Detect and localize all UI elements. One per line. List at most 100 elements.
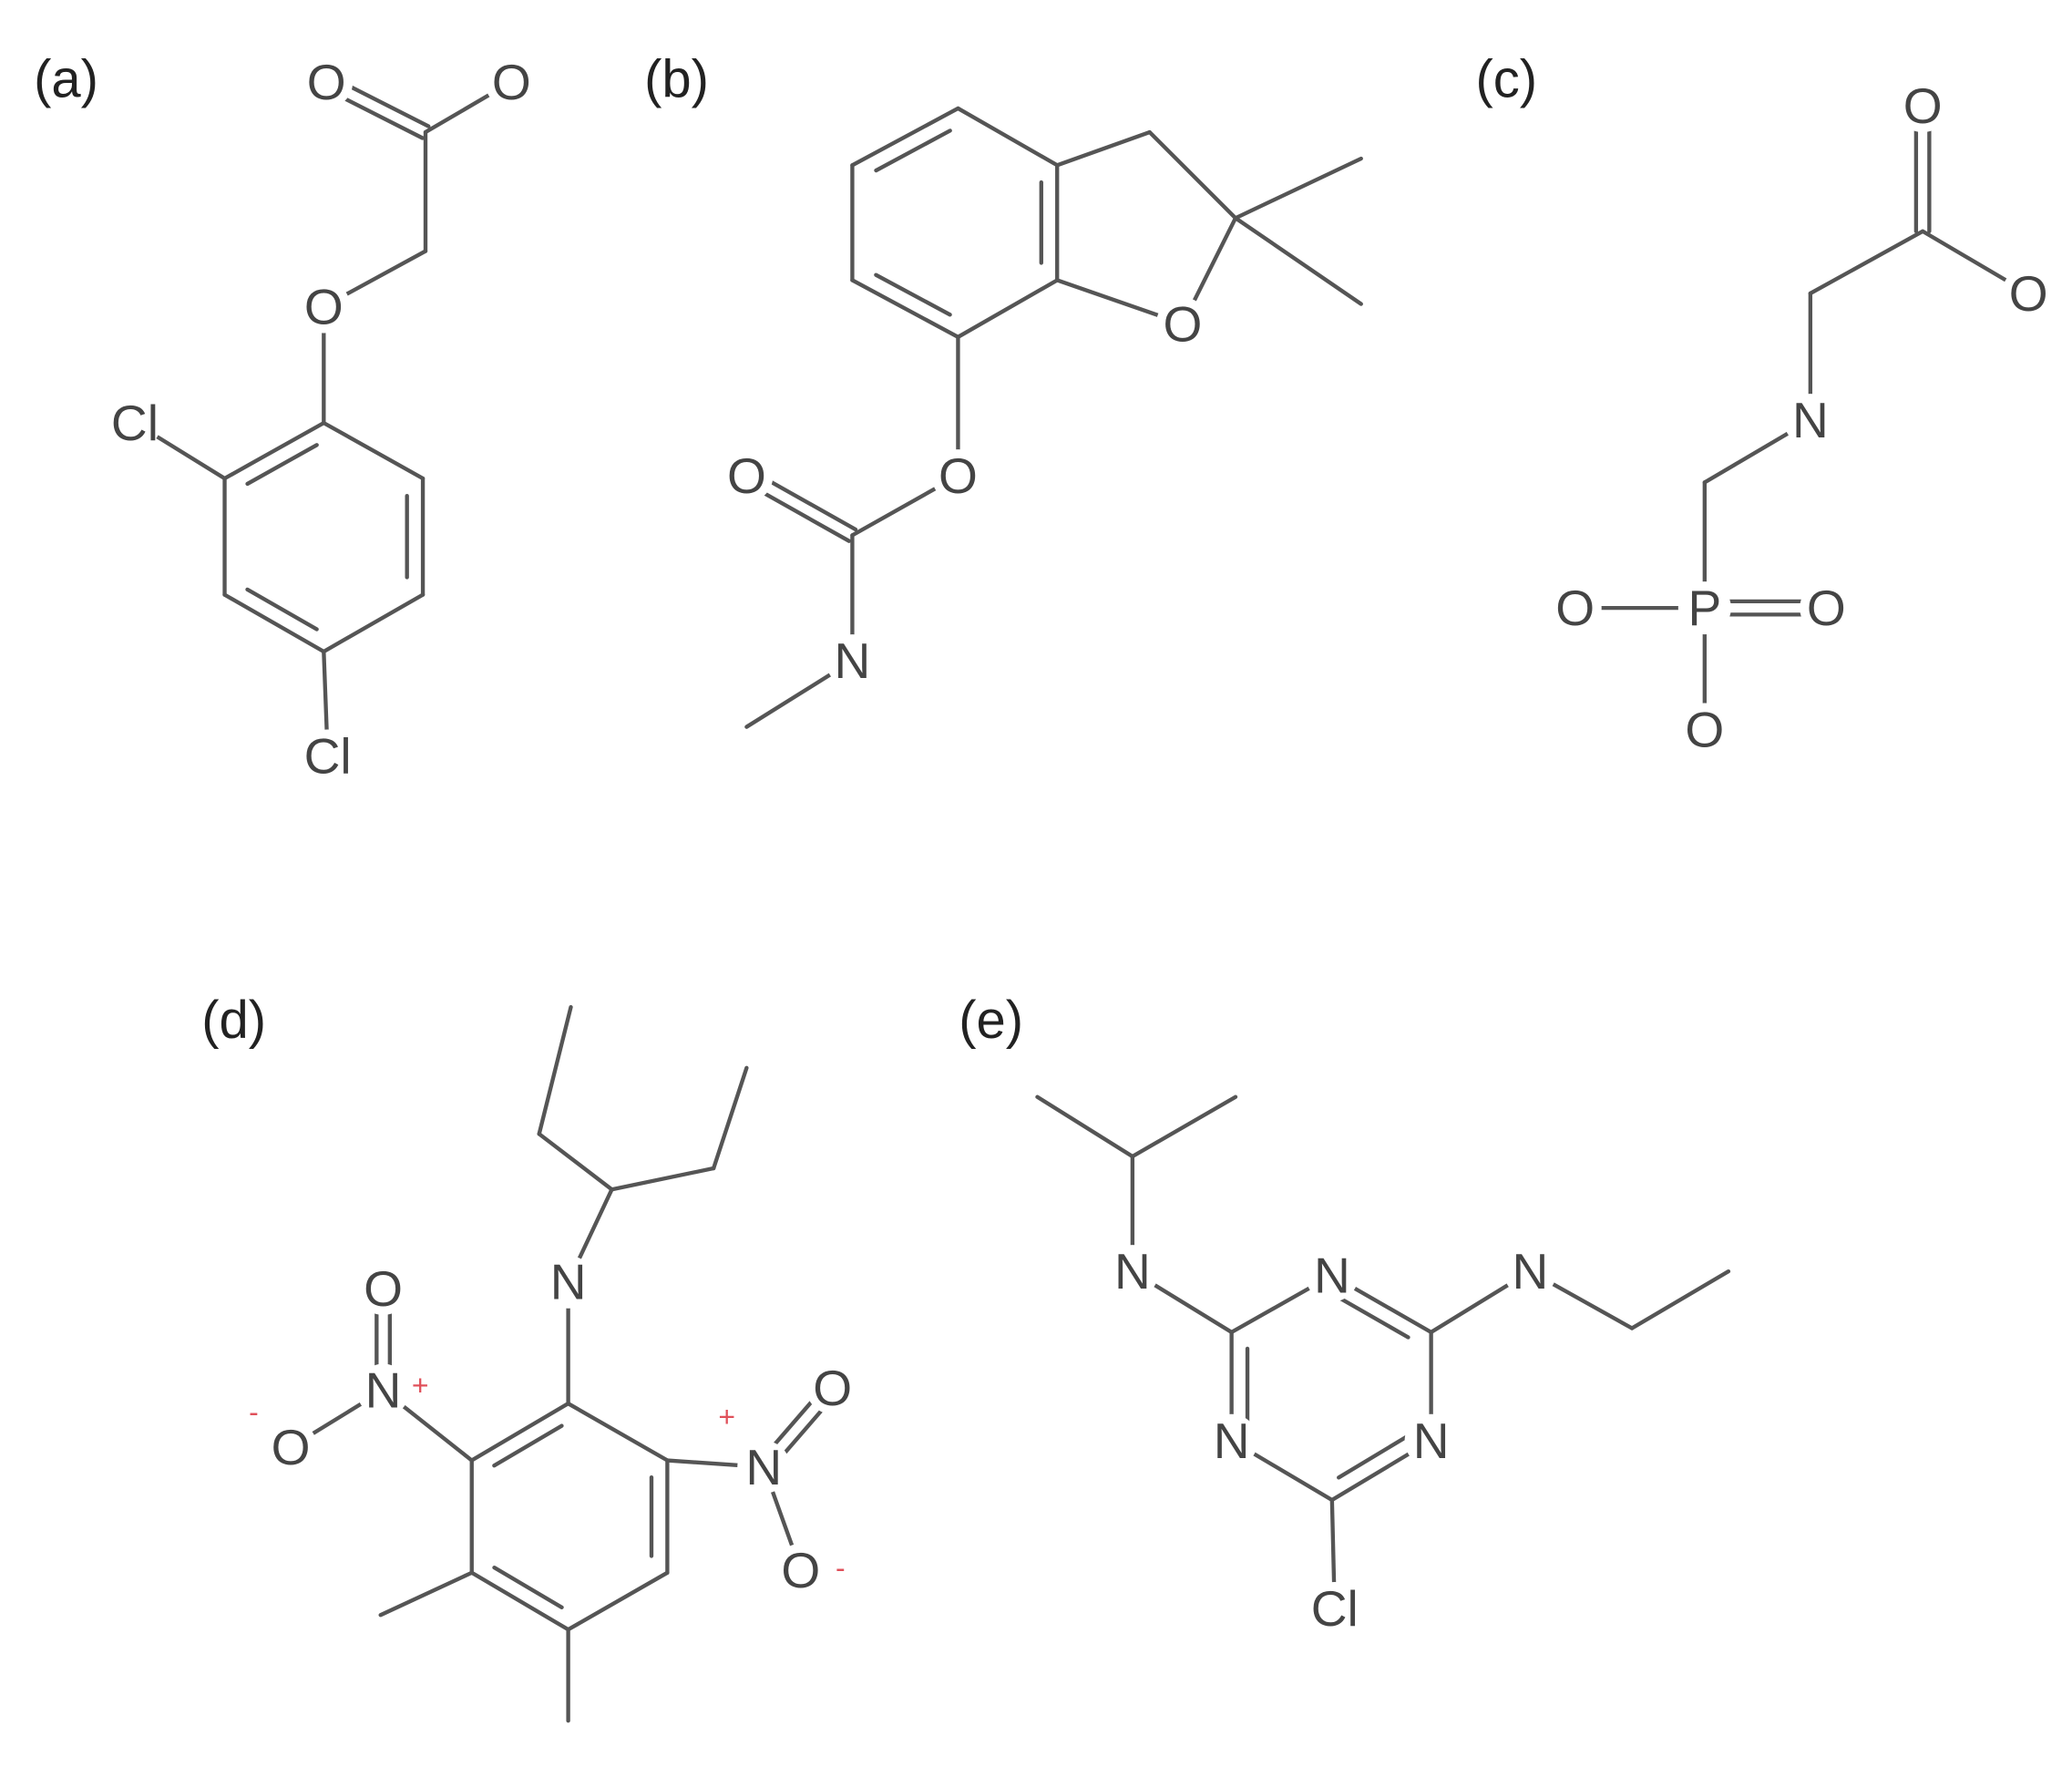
panel-label-d: (d): [201, 991, 266, 1050]
charge-label: -: [249, 1395, 259, 1428]
atom-mask: [2002, 266, 2056, 320]
atom-mask: [1155, 297, 1209, 351]
atom-mask: [485, 55, 539, 108]
oxygen-atom: O: [781, 1542, 820, 1598]
bond: [566, 1570, 670, 1632]
bond: [469, 1570, 570, 1632]
atom-mask: [1305, 1248, 1359, 1302]
oxygen-atom: O: [1807, 580, 1846, 636]
bond: [222, 420, 326, 481]
atom-mask: [1105, 1245, 1159, 1299]
oxygen-atom: O: [364, 1260, 403, 1317]
atom-mask: [301, 729, 354, 783]
bond: [566, 1402, 670, 1463]
bond: [610, 1166, 716, 1192]
bond: [711, 1065, 749, 1171]
nitrogen-atom: N: [1512, 1243, 1548, 1300]
atom-mask: [264, 1421, 318, 1474]
atom-mask: [737, 1440, 791, 1494]
ring-nitrogen-atom: N: [1413, 1413, 1450, 1469]
oxygen-atom: O: [1555, 580, 1595, 636]
atom-mask: [826, 634, 879, 688]
bond: [1808, 229, 1925, 296]
nitrogen-atom: N: [1792, 392, 1829, 448]
bond: [322, 420, 426, 481]
oxygen-atom: O: [307, 54, 346, 110]
chlorine-atom: Cl: [1311, 1580, 1359, 1637]
bond: [1629, 1269, 1731, 1330]
atom-mask: [541, 1255, 595, 1309]
bond: [874, 272, 952, 317]
bond: [492, 1423, 564, 1468]
ring-nitrogen-atom: N: [1314, 1248, 1350, 1304]
charge-label: +: [412, 1369, 429, 1402]
bond: [1337, 1433, 1410, 1480]
bond: [874, 128, 952, 173]
panel-label-e: (e): [959, 991, 1023, 1050]
nitro-nitrogen-atom: N: [745, 1439, 782, 1495]
bond: [850, 106, 960, 168]
oxygen-atom: O: [2009, 265, 2048, 322]
atom-mask: [356, 1261, 410, 1316]
atom-mask: [1308, 1581, 1361, 1635]
bond: [322, 592, 426, 654]
atom-mask: [1503, 1245, 1557, 1299]
oxygen-atom: O: [492, 54, 531, 110]
atom-mask: [1677, 581, 1731, 635]
atom-mask: [931, 449, 985, 503]
bond: [537, 1004, 573, 1136]
bond: [245, 443, 319, 487]
bond: [1233, 216, 1363, 306]
atom-mask: [356, 1363, 410, 1417]
bond: [1147, 129, 1238, 221]
bond: [222, 592, 326, 654]
atom-mask: [1896, 79, 1950, 133]
oxygen-atom: O: [1903, 77, 1943, 134]
oxygen-atom: O: [813, 1360, 852, 1416]
atom-mask: [108, 396, 161, 450]
bond: [1055, 129, 1152, 168]
nitro-nitrogen-atom: N: [365, 1362, 402, 1419]
nitrogen-atom: N: [835, 632, 871, 689]
bond: [1337, 1295, 1410, 1340]
panel-label-a: (a): [34, 50, 98, 109]
panel-label-b: (b): [644, 50, 709, 109]
charge-label: -: [836, 1551, 846, 1584]
oxygen-atom: O: [1685, 702, 1724, 758]
bond: [956, 278, 1060, 339]
bond: [492, 1566, 564, 1610]
atom-mask: [297, 280, 351, 334]
atom-mask: [300, 55, 354, 108]
atom-mask: [1783, 394, 1837, 447]
oxygen-atom: O: [1164, 295, 1203, 352]
atom-mask: [1677, 703, 1731, 756]
atom-mask: [1548, 581, 1602, 635]
chlorine-atom: Cl: [111, 395, 159, 451]
oxygen-atom: O: [272, 1419, 311, 1475]
oxygen-atom: O: [727, 447, 766, 504]
panel-label-c: (c): [1475, 50, 1537, 109]
bond: [537, 1132, 614, 1192]
bond: [245, 587, 319, 632]
phosphorus-atom: P: [1687, 580, 1721, 636]
nitrogen-atom: N: [1114, 1243, 1151, 1300]
charge-label: +: [718, 1401, 735, 1433]
oxygen-atom: O: [304, 278, 344, 334]
bond: [1035, 1094, 1135, 1159]
bonds-layer: [132, 74, 2031, 1723]
bond: [1130, 1094, 1238, 1159]
bond: [850, 278, 960, 339]
atom-mask: [774, 1543, 827, 1597]
bond: [378, 1570, 474, 1618]
chlorine-atom: Cl: [304, 728, 352, 785]
bond: [1233, 156, 1363, 221]
atom-mask: [1404, 1413, 1458, 1467]
nitrogen-atom: N: [550, 1254, 587, 1310]
atom-mask: [805, 1361, 859, 1414]
bond: [956, 106, 1060, 168]
atom-mask: [720, 449, 774, 503]
atom-mask: [1800, 581, 1853, 635]
oxygen-atom: O: [939, 447, 978, 504]
